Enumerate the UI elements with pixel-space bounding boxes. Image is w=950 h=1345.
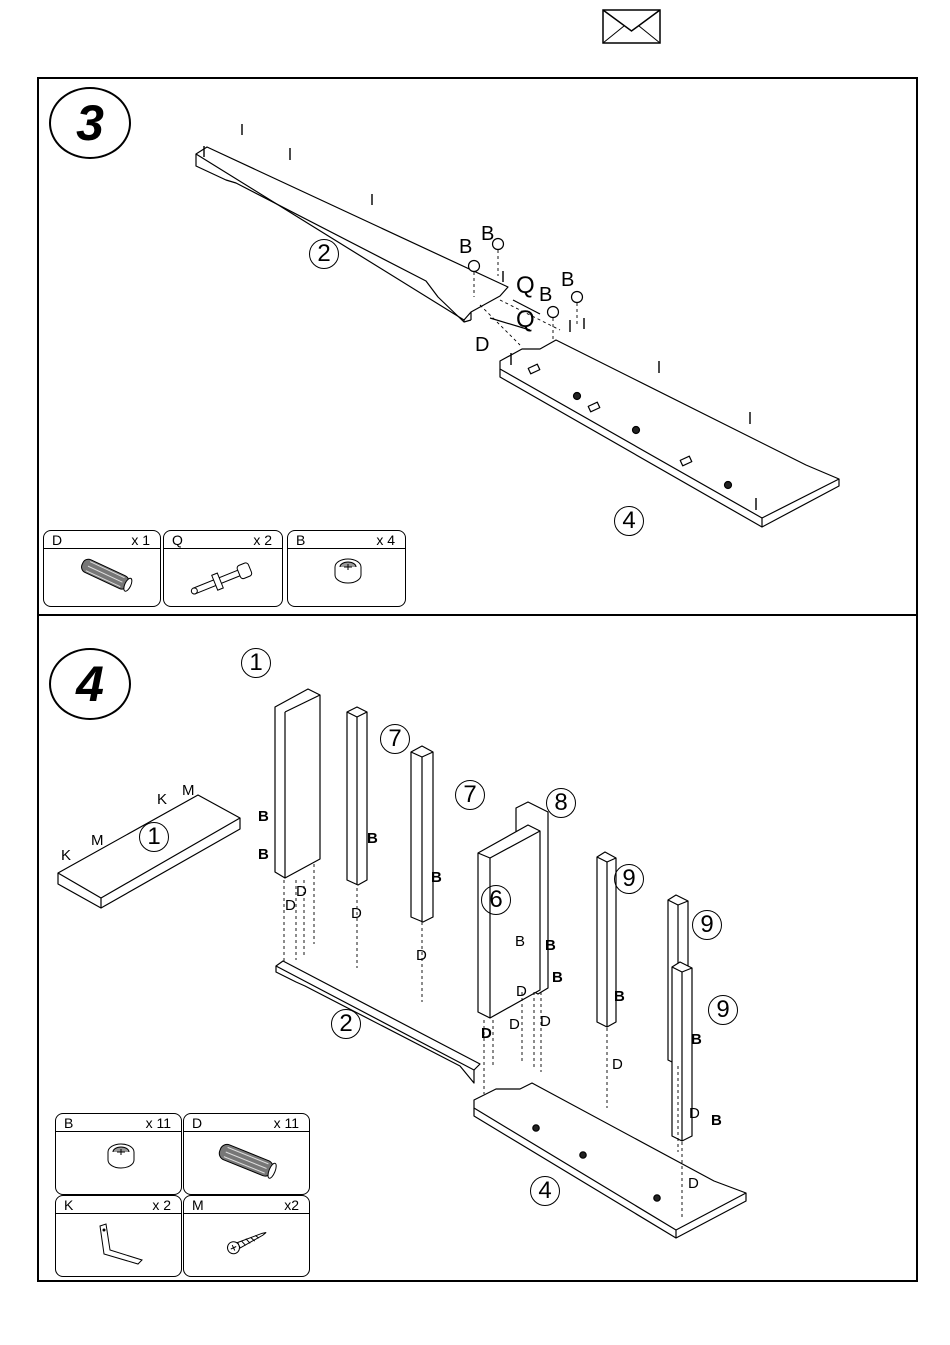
part-box-b: B x 4 bbox=[287, 530, 406, 607]
dowel-icon bbox=[72, 555, 142, 595]
part-quantity: x 2 bbox=[253, 532, 272, 548]
callout-b: B bbox=[545, 936, 556, 956]
bracket-icon bbox=[92, 1220, 148, 1268]
callout-b: B bbox=[459, 237, 472, 257]
callout-d: D bbox=[475, 335, 489, 355]
callout-q: Q bbox=[516, 310, 535, 330]
callout-k: K bbox=[157, 790, 167, 810]
step4-side-panel bbox=[275, 689, 320, 878]
part-quantity: x 1 bbox=[131, 532, 150, 548]
part-label-1: 1 bbox=[139, 822, 169, 852]
part-label-4: 4 bbox=[614, 506, 644, 536]
part-label-6: 6 bbox=[481, 885, 511, 915]
callout-b: B bbox=[539, 285, 552, 305]
callout-b: B bbox=[258, 845, 269, 865]
part-label-1: 1 bbox=[241, 648, 271, 678]
callout-b: B bbox=[614, 987, 625, 1007]
part-code: Q bbox=[172, 532, 183, 548]
cam-lock-icon bbox=[104, 1140, 138, 1170]
callout-b: B bbox=[552, 968, 563, 988]
part-label-9: 9 bbox=[692, 910, 722, 940]
cam-bolt-icon bbox=[184, 557, 264, 601]
part-box-b: B x 11 bbox=[55, 1113, 182, 1195]
callout-b: B bbox=[561, 270, 574, 290]
callout-b: B bbox=[515, 932, 525, 952]
callout-m: M bbox=[91, 831, 104, 851]
callout-b: B bbox=[481, 224, 494, 244]
callout-d: D bbox=[296, 882, 307, 902]
part-box-d: D x 11 bbox=[183, 1113, 310, 1195]
part-code: D bbox=[192, 1115, 202, 1131]
callout-m: M bbox=[182, 781, 195, 801]
callout-d: D bbox=[612, 1055, 623, 1075]
callout-d: D bbox=[516, 982, 527, 1002]
step3-panel-2-board bbox=[196, 147, 508, 322]
part-code: B bbox=[296, 532, 305, 548]
part-quantity: x 2 bbox=[152, 1197, 171, 1213]
step4-panel-2-board bbox=[276, 961, 480, 1083]
callout-b: B bbox=[258, 807, 269, 827]
dowel-icon bbox=[210, 1138, 286, 1184]
part-label-9: 9 bbox=[614, 864, 644, 894]
part-quantity: x 11 bbox=[274, 1115, 299, 1131]
part-label-4: 4 bbox=[530, 1176, 560, 1206]
part-quantity: x 4 bbox=[376, 532, 395, 548]
part-quantity: x2 bbox=[284, 1197, 299, 1213]
callout-d: D bbox=[688, 1174, 699, 1194]
part-code: D bbox=[52, 532, 62, 548]
callout-b: B bbox=[691, 1030, 702, 1050]
part-label-2: 2 bbox=[309, 239, 339, 269]
callout-d: D bbox=[481, 1024, 492, 1044]
part-code: B bbox=[64, 1115, 73, 1131]
part-code: K bbox=[64, 1197, 73, 1213]
part-quantity: x 11 bbox=[146, 1115, 171, 1131]
callout-d: D bbox=[689, 1104, 700, 1124]
callout-d: D bbox=[509, 1015, 520, 1035]
part-code: M bbox=[192, 1197, 204, 1213]
step3-panel-4-board bbox=[500, 340, 839, 527]
callout-b: B bbox=[431, 868, 442, 888]
callout-q: Q bbox=[516, 276, 535, 296]
step4-panel-1-board bbox=[58, 795, 240, 908]
step4-panel-4-board bbox=[474, 1083, 746, 1238]
callout-d: D bbox=[351, 904, 362, 924]
part-box-m: M x2 bbox=[183, 1195, 310, 1277]
part-label-7: 7 bbox=[380, 724, 410, 754]
part-label-9: 9 bbox=[708, 995, 738, 1025]
screw-icon bbox=[224, 1226, 272, 1256]
callout-b: B bbox=[367, 829, 378, 849]
part-box-q: Q x 2 bbox=[163, 530, 283, 607]
step-number: 4 bbox=[49, 648, 131, 720]
part-box-d: D x 1 bbox=[43, 530, 161, 607]
step-number: 3 bbox=[49, 87, 131, 159]
part-label-8: 8 bbox=[546, 788, 576, 818]
callout-d: D bbox=[540, 1012, 551, 1032]
callout-d: D bbox=[416, 946, 427, 966]
part-label-7: 7 bbox=[455, 780, 485, 810]
part-label-2: 2 bbox=[331, 1009, 361, 1039]
cam-lock-icon bbox=[331, 555, 365, 585]
callout-k: K bbox=[61, 846, 71, 866]
part-box-k: K x 2 bbox=[55, 1195, 182, 1277]
callout-b: B bbox=[711, 1111, 722, 1131]
callout-d: D bbox=[285, 896, 296, 916]
